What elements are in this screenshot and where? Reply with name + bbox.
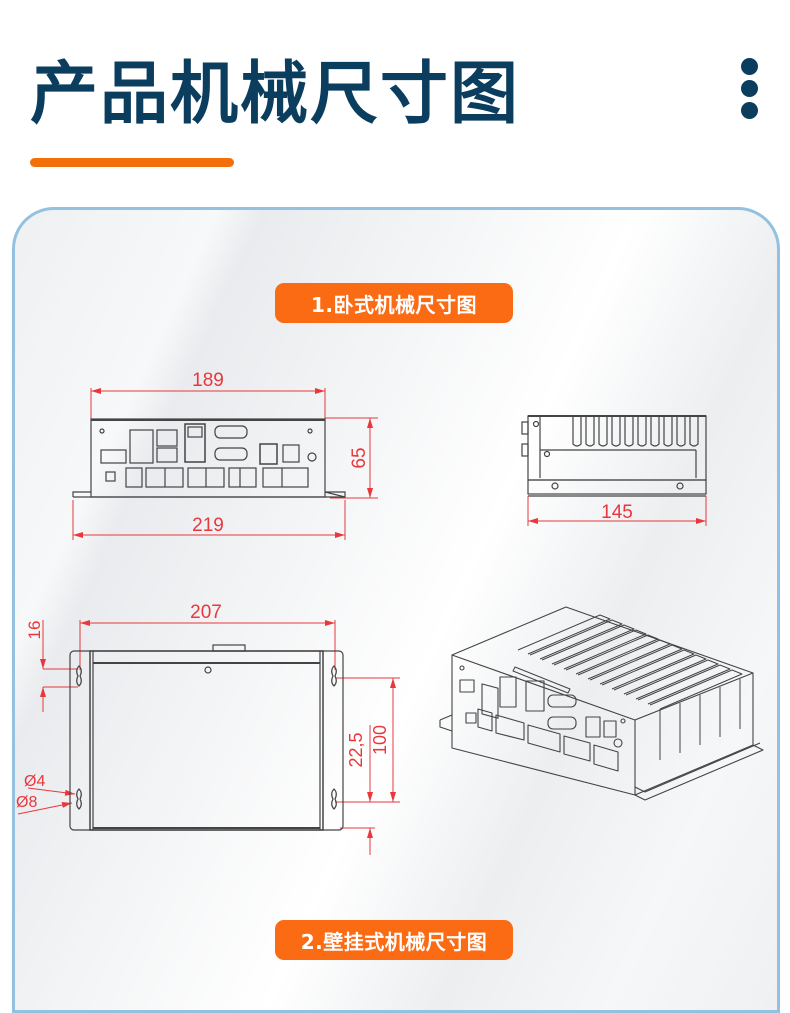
title-underline [30, 158, 234, 167]
front-view-drawing: 189 219 65 [72, 370, 378, 540]
dot [741, 58, 758, 75]
dim-65: 65 [349, 447, 370, 468]
dim-16: 16 [25, 621, 44, 640]
dim-219: 219 [192, 515, 224, 536]
dim-189: 189 [192, 370, 224, 391]
section-badge-wall-mount: 2.壁挂式机械尺寸图 [275, 920, 513, 960]
dot [741, 102, 758, 119]
isometric-view-drawing [439, 606, 764, 801]
side-view-drawing: 145 [521, 415, 707, 526]
dot [741, 80, 758, 97]
dim-100: 100 [370, 725, 390, 755]
dimension-panel [12, 207, 780, 1013]
page-title: 产品机械尺寸图 [30, 55, 521, 134]
dim-22-5: 22,5 [346, 732, 366, 767]
dim-207: 207 [190, 602, 222, 623]
wall-mount-view-drawing: 16 207 Ø4 Ø8 22,5 100 [16, 602, 400, 855]
dim-hole-4: Ø4 [24, 773, 45, 790]
dim-145: 145 [601, 502, 633, 523]
vertical-dots-icon[interactable] [741, 58, 761, 124]
section-badge-horizontal: 1.卧式机械尺寸图 [275, 283, 513, 323]
dim-hole-8: Ø8 [16, 794, 37, 811]
